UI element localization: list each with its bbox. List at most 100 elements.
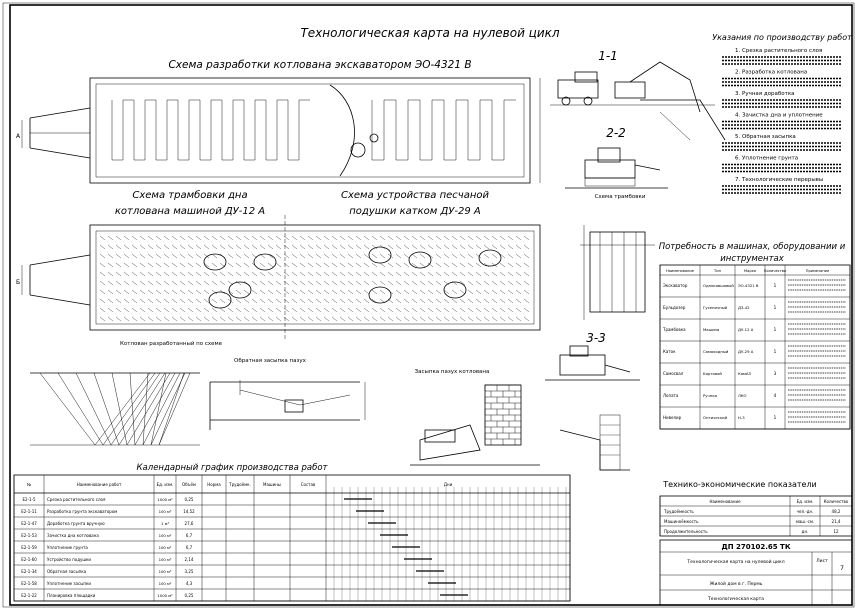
equipment-name-cell: Лопата [663, 393, 679, 398]
calendar-volume-cell: 2,14 [185, 557, 194, 562]
section-1-1-drawing [550, 61, 726, 141]
compaction-machines [203, 246, 502, 309]
equipment-qty-cell: 1 [774, 415, 777, 420]
equipment-type-cell: Гусеничный [703, 305, 728, 310]
calendar-header-cell: Объём [182, 482, 196, 487]
compaction-scheme: Б [16, 215, 541, 340]
equipment-type-cell: Самоходный [703, 349, 729, 354]
equipment-header-cell: Количество [764, 269, 786, 273]
compaction-machine [478, 249, 502, 267]
tep-header-cell: Количество [824, 499, 849, 504]
title-block: ДП 270102.65 ТК Технологическая карта на… [659, 539, 853, 606]
tep-header-cell: Наименование [709, 499, 741, 504]
calendar-name-cell: Зачистка дна котлована [47, 533, 99, 538]
trench-detail [209, 380, 366, 430]
instruction-item: 3. Ручная доработка [735, 91, 795, 97]
calendar-unit-cell: 100 м³ [159, 509, 172, 514]
equipment-mark-cell: ЭО-4321 В [738, 283, 759, 288]
slope-diagram [30, 372, 200, 446]
equipment-mark-cell: КамАЗ [738, 371, 751, 376]
compaction-title-1: Схема трамбовки дна [132, 189, 247, 201]
section-2-2-label: 2-2 [606, 126, 626, 140]
equipment-mark-cell: ДУ-12 А [738, 327, 754, 332]
calendar-code-cell: Е2-1-22 [21, 593, 37, 598]
equipment-name-cell: Каток [663, 349, 676, 354]
calendar-volume-cell: 0,25 [185, 497, 194, 502]
tep-unit-cell: маш.-см. [796, 519, 814, 524]
tep-name-cell: Трудоёмкость [663, 509, 694, 514]
instruction-item: 5. Обратная засыпка [735, 134, 796, 140]
calendar-volume-cell: 14,52 [183, 509, 195, 514]
excavation-scheme-title: Схема разработки котлована экскаватором … [168, 59, 471, 71]
equipment-mark-cell: ДУ-29 А [738, 349, 754, 354]
excavation-scheme: А [16, 77, 541, 184]
stamp-code: ДП 270102.65 ТК [721, 543, 790, 551]
compaction-machine [253, 253, 277, 271]
instruction-item: 2. Разработка котлована [735, 70, 807, 76]
instruction-item: 1. Срезка растительного слоя [735, 48, 822, 54]
calendar-code-cell: Е2-1-59 [21, 545, 37, 550]
calendar-name-cell: Разработка грунта экскаватором [47, 509, 117, 514]
tep-qty-cell: 21,4 [832, 519, 841, 524]
calendar-name-cell: Срезка растительного слоя [47, 497, 106, 502]
tep-unit-cell: дн. [802, 529, 809, 534]
calendar-title: Календарный график производства работ [137, 463, 329, 473]
sheet-title: Технологическая карта на нулевой цикл [300, 26, 559, 40]
tep-qty-cell: 48,2 [832, 509, 841, 514]
calendar-unit-cell: 1000 м² [157, 593, 173, 598]
calendar-name-cell: Планировка площадки [47, 593, 96, 598]
tep-header-cell: Ед. изм. [797, 499, 814, 504]
backfill-detail [410, 384, 540, 466]
compaction-machine [368, 286, 392, 304]
tep-name-cell: Продолжительность [664, 529, 708, 534]
stamp-line-3: Технологическая карта [707, 596, 764, 602]
section-1-1-label: 1-1 [598, 49, 618, 63]
calendar-volume-cell: 3,25 [185, 569, 194, 574]
calendar-code-cell: Е2-1-47 [21, 521, 37, 526]
calendar-header-cell: Наименование работ [77, 482, 122, 487]
calendar-name-cell: Уплотнение грунта [47, 545, 88, 550]
calendar-code-cell: Е2-1-34 [21, 569, 37, 574]
calendar-unit-cell: 100 м² [159, 581, 172, 586]
wall-section [580, 225, 655, 320]
calendar-header-cell: Ед. изм. [157, 482, 174, 487]
tep-table: Наименование Ед. изм. КоличествоТрудоёмкос… [659, 495, 853, 537]
calendar-name-cell: Устройство подушки [47, 557, 91, 562]
equipment-mark-cell: ДЗ-42 [738, 305, 750, 310]
calendar-unit-cell: 100 м² [159, 545, 172, 550]
equipment-mark-cell: ЛКО [738, 393, 747, 398]
trench-label: Засыпка пазух котлована [415, 369, 490, 375]
calendar-header-cell: Норма [207, 482, 221, 487]
equipment-name-cell: Нивелир [663, 415, 682, 420]
instructions-title: Указания по производству работ [712, 33, 852, 42]
equipment-header-cell: Примечание [806, 269, 830, 273]
calendar-header-cell: Состав [301, 482, 316, 487]
equipment-qty-cell: 1 [774, 327, 777, 332]
excavator-track-west [111, 99, 310, 161]
calendar-code-cell: Е2-1-58 [21, 581, 37, 586]
fill-pattern [99, 235, 530, 322]
equipment-title-2: инструментах [720, 254, 784, 264]
compaction-machine [203, 253, 227, 271]
equipment-name-cell: Экскаватор [663, 283, 688, 288]
tep-name-cell: Машиноёмкость [664, 519, 699, 524]
calendar-volume-cell: 6,7 [186, 533, 193, 538]
calendar-volume-cell: 4,3 [186, 581, 193, 586]
instruction-item: 6. Уплотнение грунта [735, 156, 798, 162]
compaction-machine [443, 281, 467, 299]
calendar-code-cell: Е2-1-11 [21, 509, 37, 514]
calendar-name-cell: Доработка грунта вручную [47, 521, 105, 526]
equipment-title-1: Потребность в машинах, оборудовании и [659, 242, 846, 252]
stamp-sheet-no: 7 [840, 565, 844, 572]
equipment-type-cell: Оптический [703, 415, 728, 420]
calendar-volume-cell: 27,6 [185, 521, 194, 526]
stamp-sheet-label: Лист [816, 558, 828, 564]
equipment-type-cell: Машина [703, 327, 719, 332]
inner-frame [9, 4, 853, 606]
calendar-volume-cell: 0,25 [185, 593, 194, 598]
excavator-track-east [371, 99, 516, 161]
calendar-unit-cell: 100 м³ [159, 569, 172, 574]
